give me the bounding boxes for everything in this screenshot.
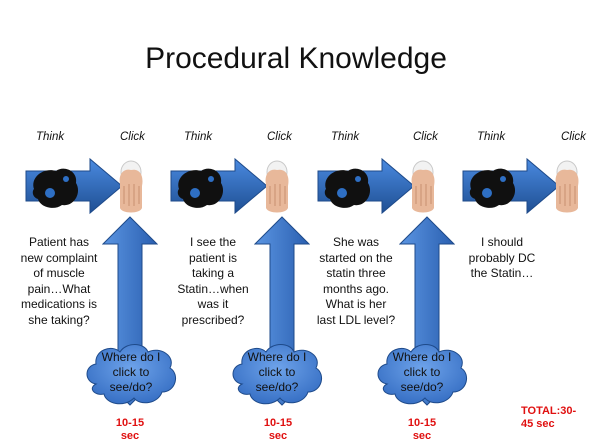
up-down-arrow-2 (254, 216, 310, 406)
text-line: She was (332, 235, 380, 249)
gear-icon (324, 168, 371, 208)
text-line: pain…What (27, 281, 91, 296)
text-line: Where do I (247, 350, 307, 364)
step-text-2: I see the patient is taking a Statin…whe… (168, 235, 258, 328)
click-label-4: Click (561, 131, 586, 143)
text-line: probably DC (468, 250, 536, 265)
slide-title: Procedural Knowledge (145, 42, 447, 75)
text-line: I see the (189, 235, 237, 249)
up-down-arrow-1 (102, 216, 158, 406)
text-line: medications is (20, 297, 98, 311)
text-line: prescribed? (181, 312, 245, 327)
total-time: TOTAL:30- 45 sec (521, 405, 576, 431)
text-line: 10-15 (115, 417, 145, 429)
think-label-3: Think (331, 131, 360, 143)
text-line: she taking? (28, 312, 90, 327)
text-line: 45 sec (521, 418, 555, 430)
text-line: the Statin… (470, 266, 534, 280)
cloud-text-3: Where do I click to see/do? (373, 350, 471, 395)
text-line: click to (258, 365, 296, 379)
text-line: last LDL level? (316, 312, 396, 327)
text-line: months ago. (322, 281, 390, 296)
text-line: 10-15 (407, 417, 437, 429)
step-text-3: She was started on the statin three mont… (306, 235, 406, 328)
step-text-1: Patient has new complaint of muscle pain… (12, 235, 106, 328)
text-line: see/do? (255, 380, 299, 394)
cloud-text-2: Where do I click to see/do? (228, 350, 326, 395)
gear-icon (177, 168, 224, 208)
text-line: I should (480, 235, 524, 249)
time-label-1: 10-15 sec (106, 417, 154, 443)
text-line: of muscle (33, 266, 85, 280)
text-line: patient is (188, 250, 238, 265)
hand-mouse-icon (119, 160, 143, 213)
gear-icon (469, 168, 516, 208)
text-line: What is her (325, 297, 387, 311)
text-line: sec (120, 430, 140, 442)
text-line: sec (268, 430, 288, 442)
click-label-2: Click (267, 131, 292, 143)
text-line: started on the (319, 250, 393, 265)
text-line: see/do? (109, 380, 153, 394)
text-line: Statin…when (177, 281, 249, 296)
text-line: taking a (191, 266, 235, 280)
cloud-2 (232, 344, 323, 405)
text-line: sec (412, 430, 432, 442)
text-line: see/do? (400, 380, 444, 394)
think-label-2: Think (184, 131, 213, 143)
cloud-3 (377, 344, 468, 405)
click-label-1: Click (120, 131, 145, 143)
hand-mouse-icon (555, 160, 579, 213)
text-line: Patient has (28, 235, 90, 249)
text-line: click to (112, 365, 150, 379)
text-line: new complaint (20, 250, 98, 265)
text-line: statin three (326, 266, 386, 280)
hand-mouse-icon (265, 160, 289, 213)
text-line: TOTAL:30- (521, 405, 577, 417)
text-line: was it (197, 297, 229, 311)
text-line: Where do I (101, 350, 161, 364)
gear-icon (32, 168, 79, 208)
think-label-1: Think (36, 131, 65, 143)
cloud-text-1: Where do I click to see/do? (82, 350, 180, 395)
step-text-4: I should probably DC the Statin… (454, 235, 550, 282)
up-down-arrow-3 (399, 216, 455, 406)
hand-mouse-icon (411, 160, 435, 213)
text-line: Where do I (392, 350, 452, 364)
text-line: 10-15 (263, 417, 293, 429)
click-label-3: Click (413, 131, 438, 143)
time-label-3: 10-15 sec (398, 417, 446, 443)
text-line: click to (403, 365, 441, 379)
cloud-1 (86, 344, 177, 405)
think-label-4: Think (477, 131, 506, 143)
time-label-2: 10-15 sec (254, 417, 302, 443)
